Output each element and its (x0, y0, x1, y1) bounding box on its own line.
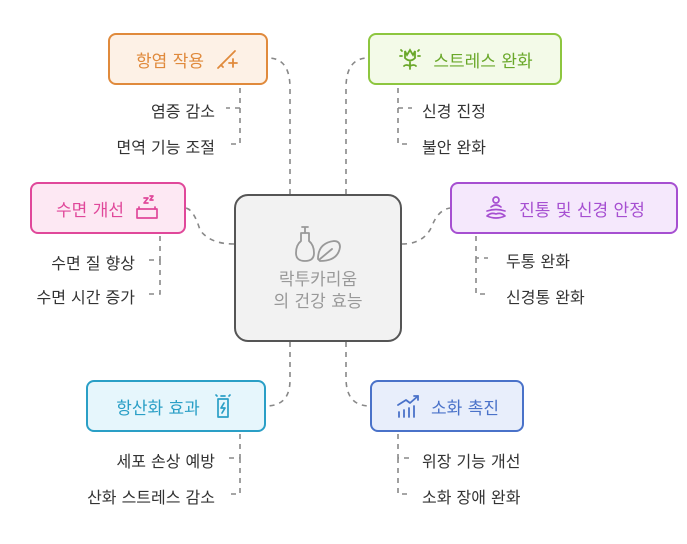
link-center-sleep (185, 207, 235, 245)
antioxidant-item-1: 세포 손상 예방 (116, 452, 216, 471)
anti-inflammatory-item-2: 면역 기능 조절 (116, 138, 216, 157)
stress-item-2: 불안 완화 (422, 138, 486, 157)
link-center-anti-inflammatory (267, 57, 291, 194)
link-anti-inflammatory-items (226, 88, 241, 145)
link-center-antioxidant (265, 342, 291, 407)
analgesic-item-1: 두통 완화 (506, 252, 570, 271)
meditation-icon (483, 195, 509, 221)
node-digestion: 소화 촉진 (370, 380, 524, 432)
analgesic-item-2: 신경통 완화 (506, 288, 585, 307)
growth-chart-icon (395, 393, 421, 419)
flower-icon (397, 46, 423, 72)
sleep-zz-icon (134, 195, 160, 221)
link-analgesic-items (475, 236, 488, 295)
link-sleep-items (148, 236, 161, 295)
link-center-digestion (345, 342, 371, 407)
center-node: 락투카리움 의 건강 효능 (234, 194, 402, 342)
sleep-item-1: 수면 질 향상 (51, 254, 135, 273)
antioxidant-item-2: 산화 스트레스 감소 (87, 488, 215, 507)
battery-charge-icon (210, 393, 236, 419)
node-anti-inflammatory-label: 항염 작용 (136, 51, 204, 72)
digestion-item-2: 소화 장애 완화 (422, 488, 521, 507)
node-stress: 스트레스 완화 (368, 33, 562, 85)
center-title-line2: 의 건강 효능 (273, 292, 363, 312)
pen-plus-icon (214, 46, 240, 72)
node-anti-inflammatory: 항염 작용 (108, 33, 268, 85)
link-digestion-items (397, 434, 412, 495)
node-antioxidant: 항산화 효과 (86, 380, 266, 432)
link-antioxidant-items (226, 434, 241, 495)
node-stress-label: 스트레스 완화 (433, 51, 533, 72)
node-antioxidant-label: 항산화 효과 (116, 398, 200, 419)
node-sleep-label: 수면 개선 (56, 200, 124, 221)
link-stress-items (397, 88, 412, 145)
stress-item-1: 신경 진정 (422, 102, 486, 121)
link-center-stress (345, 57, 369, 194)
node-analgesic: 진통 및 신경 안정 (450, 182, 678, 234)
link-center-analgesic (401, 207, 451, 245)
node-sleep: 수면 개선 (30, 182, 186, 234)
center-title: 락투카리움 의 건강 효능 (273, 269, 362, 313)
node-digestion-label: 소화 촉진 (431, 398, 499, 419)
digestion-item-1: 위장 기능 개선 (422, 452, 521, 471)
dropper-leaf-icon (290, 223, 346, 269)
sleep-item-2: 수면 시간 증가 (36, 288, 136, 307)
anti-inflammatory-item-1: 염증 감소 (151, 102, 215, 121)
node-analgesic-label: 진통 및 신경 안정 (519, 200, 645, 221)
center-title-line1: 락투카리움 (278, 270, 358, 290)
